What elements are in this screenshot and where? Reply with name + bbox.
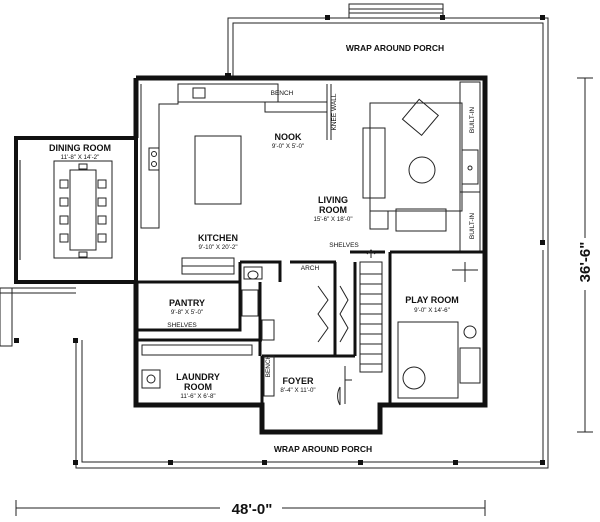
foyer-size: 8'-4" X 11'-0" [280, 387, 315, 394]
arch-label: ARCH [301, 265, 320, 272]
play-room-label: PLAY ROOM [405, 295, 459, 305]
nook-bench [264, 84, 332, 140]
dining-walls [14, 136, 138, 284]
laundry-room-label-2: ROOM [184, 382, 212, 392]
built-in-upper-label: BUILT-IN [469, 107, 476, 134]
porch-bottom-label: WRAP AROUND PORCH [274, 444, 372, 454]
interior-walls [136, 250, 485, 405]
living-room-label-2: ROOM [319, 205, 347, 215]
laundry-room-label-1: LAUNDRY [176, 372, 220, 382]
dining-room-label: DINING ROOM [49, 143, 111, 153]
nook-label: NOOK [275, 132, 303, 142]
shelves-living-label: SHELVES [329, 242, 359, 249]
shelves-pantry-label: SHELVES [167, 322, 197, 329]
dining-table [53, 160, 113, 259]
dining-room-size: 11'-8" X 14'-2" [61, 154, 100, 161]
living-furniture [362, 81, 481, 253]
kitchen-label: KITCHEN [198, 233, 238, 243]
kitchen-size: 9'-10" X 20'-2" [198, 244, 237, 251]
bench-foyer-label: BENCH [265, 354, 272, 377]
living-room-label-1: LIVING [318, 195, 348, 205]
overall-depth-label: 36'-6" [577, 242, 594, 283]
overall-width-label: 48'-0" [232, 501, 273, 518]
living-room-size: 15'-6" X 18'-0" [313, 216, 352, 223]
porch-top-label: WRAP AROUND PORCH [346, 43, 444, 53]
built-in-lower-label: BUILT-IN [469, 213, 476, 240]
kitchen-counters [140, 83, 279, 275]
labels: WRAP AROUND PORCH WRAP AROUND PORCH DINI… [49, 43, 594, 518]
foyer-label: FOYER [282, 376, 314, 386]
play-furniture [397, 262, 481, 399]
knee-wall-label: KNEE WALL [331, 93, 338, 130]
exterior-walls [133, 75, 488, 435]
nook-size: 9'-0" X 5'-0" [272, 143, 304, 150]
laundry-room-size: 11'-6" X 6'-8" [180, 393, 215, 400]
pantry-label: PANTRY [169, 298, 205, 308]
foyer-door [337, 366, 352, 406]
closet-doors [317, 285, 349, 343]
bench-top-label: BENCH [271, 90, 294, 97]
pantry-size: 9'-8" X 5'-0" [171, 309, 203, 316]
staircase [359, 249, 383, 373]
laundry-fixtures [141, 266, 275, 397]
porch-outlines [0, 3, 549, 469]
play-room-size: 9'-0" X 14'-6" [414, 307, 450, 314]
